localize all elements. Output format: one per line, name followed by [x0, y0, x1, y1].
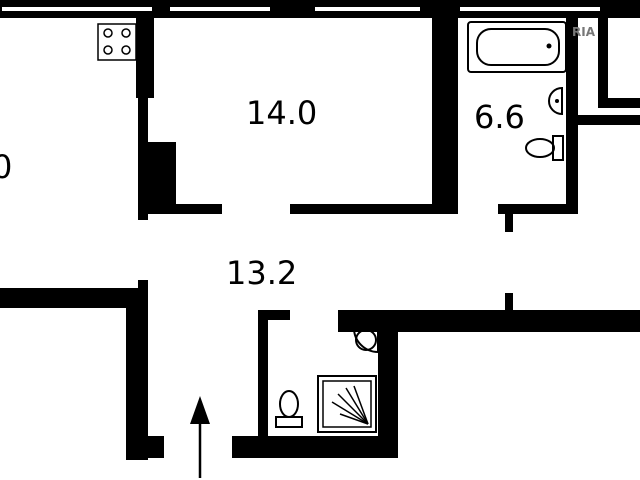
bathroom-area-label: 6.6 [474, 98, 525, 136]
stove-icon [97, 23, 137, 61]
sink-icon [548, 86, 563, 116]
watermark-text: RIA [572, 25, 596, 39]
entrance-arrow-icon [190, 396, 210, 478]
toilet-icon [275, 390, 303, 428]
hallway-area-label: 13.2 [226, 254, 297, 292]
bathtub-icon [467, 21, 567, 73]
room-area-label: 14.0 [246, 94, 317, 132]
toilet-icon [525, 135, 564, 161]
sink-icon [352, 327, 379, 354]
interior-walls [0, 18, 640, 460]
watermark: RIA [572, 25, 596, 39]
left-room-area: 0 [0, 148, 12, 186]
shower-icon [317, 375, 377, 433]
exterior-wall-top [0, 0, 640, 18]
